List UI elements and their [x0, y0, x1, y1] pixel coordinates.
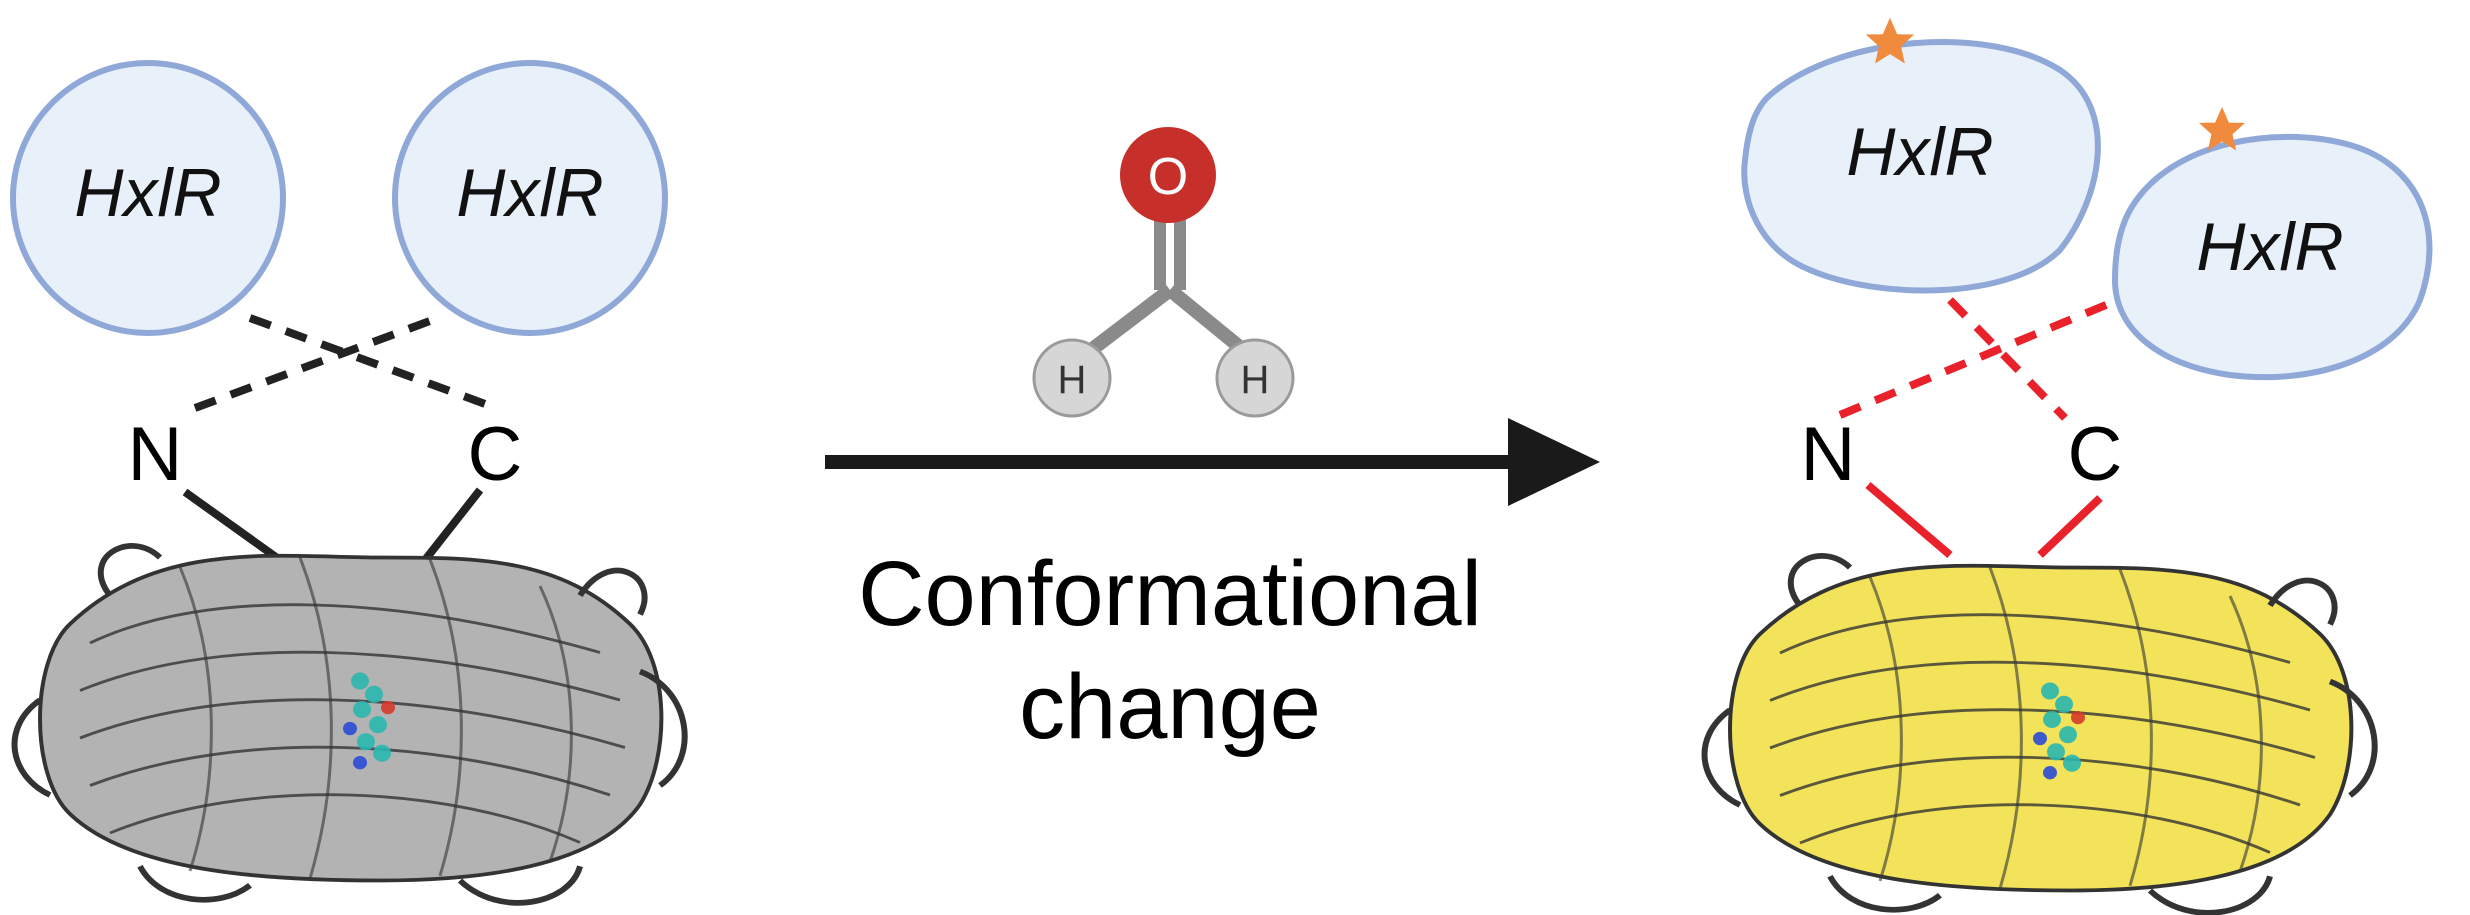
- linker-c-to-domain: [248, 314, 490, 409]
- domain-circle: [10, 60, 286, 336]
- domain-label: HxlR: [74, 155, 221, 231]
- n-terminus-label: N: [128, 412, 183, 497]
- c-terminus-label: C: [468, 412, 523, 497]
- formaldehyde-icon: O H H: [1032, 127, 1295, 418]
- linkers-before: [182, 314, 490, 564]
- linker-n-to-domain: [193, 314, 440, 412]
- active-sensor-group: HxlR HxlR N C: [1705, 17, 2433, 913]
- n-terminus-label: N: [1801, 412, 1856, 497]
- domain-blob: [2111, 133, 2433, 381]
- domain-label: HxlR: [2196, 209, 2343, 285]
- hydrogen-atom-right: [1215, 338, 1295, 418]
- reaction-arrow-icon: [825, 418, 1600, 506]
- caption-line-1: Conformational: [858, 543, 1482, 645]
- oxygen-atom: [1120, 127, 1216, 223]
- c-terminus-label: C: [2068, 412, 2123, 497]
- linker-c-to-domain: [1947, 297, 2068, 421]
- domain-label: HxlR: [1846, 114, 1993, 190]
- domain-right-1: HxlR: [1741, 17, 2101, 294]
- linker-c-solid: [2037, 495, 2103, 558]
- domain-label: HxlR: [456, 155, 603, 231]
- hydrogen-label-left: H: [1058, 358, 1087, 402]
- domain-left-2: HxlR: [392, 60, 668, 336]
- domain-right-2: HxlR: [2111, 106, 2433, 381]
- linkers-after: [1838, 296, 2120, 559]
- hydrogen-label-right: H: [1241, 358, 1270, 402]
- linker-n-solid: [1865, 481, 1953, 559]
- beta-barrel-protein-icon: [15, 546, 685, 903]
- linker-n-to-domain: [1838, 296, 2120, 419]
- domain-blob: [1741, 39, 2101, 294]
- beta-barrel-protein-icon: [1705, 556, 2375, 913]
- inactive-sensor-group: HxlR HxlR N C: [10, 60, 685, 903]
- domain-circle: [392, 60, 668, 336]
- linker-c-solid: [421, 487, 484, 563]
- linker-n-solid: [182, 488, 283, 564]
- caption-line-2: change: [1019, 656, 1321, 758]
- hydrogen-atom-left: [1032, 338, 1112, 418]
- domain-left-1: HxlR: [10, 60, 286, 336]
- arrow-head: [1508, 418, 1600, 506]
- oxygen-label: O: [1148, 148, 1188, 206]
